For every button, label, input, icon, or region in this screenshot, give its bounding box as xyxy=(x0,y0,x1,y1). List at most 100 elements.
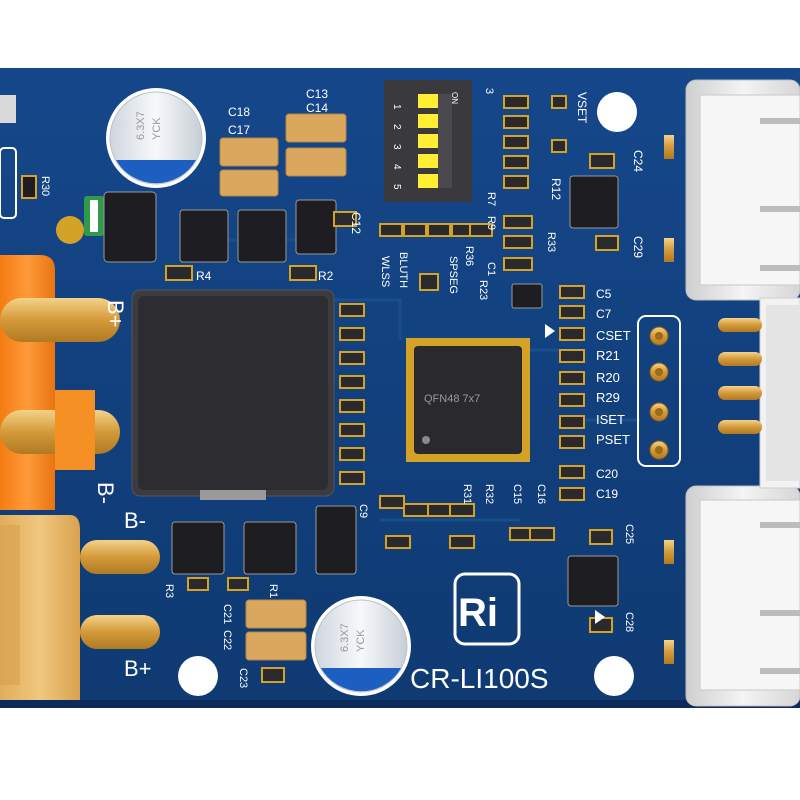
smd-passive xyxy=(261,667,285,683)
svg-text:YCK: YCK xyxy=(151,117,163,140)
smd-passive xyxy=(559,465,585,479)
smd-passive xyxy=(589,153,615,169)
label-r30: R30 xyxy=(39,176,51,196)
power-connector-tan xyxy=(0,515,160,700)
label-c12: C12 xyxy=(349,212,363,234)
smd-passive xyxy=(503,95,529,109)
label-r21: R21 xyxy=(596,348,620,363)
label-c24: C24 xyxy=(631,150,645,172)
smd-passive xyxy=(503,175,529,189)
smd-passive xyxy=(529,527,555,541)
smd-passive xyxy=(559,349,585,363)
smd-passive xyxy=(559,285,585,299)
label-c13: C13 xyxy=(306,87,328,101)
label-c18: C18 xyxy=(228,105,250,119)
label-c22: C22 xyxy=(221,630,233,650)
main-ic-label: QFN48 7x7 xyxy=(424,393,480,405)
dip-on-label: ON xyxy=(450,92,459,104)
smd-passive xyxy=(379,495,405,509)
label-pset: PSET xyxy=(596,432,630,447)
dip-pos-2: 2 xyxy=(391,124,402,130)
smd-passive xyxy=(289,265,317,281)
label-bminus: B- xyxy=(124,508,146,533)
svg-text:6.3X7: 6.3X7 xyxy=(339,623,351,652)
dip-pos-3: 3 xyxy=(391,144,402,150)
smd-passive xyxy=(559,371,585,385)
label-r20: R20 xyxy=(596,370,620,385)
smd-capacitors xyxy=(219,113,347,661)
smd-passive xyxy=(449,535,475,549)
label-r3-top: 3 xyxy=(483,88,495,94)
label-r3: R3 xyxy=(163,584,175,598)
smd-passive xyxy=(187,577,209,591)
xt-connector-orange xyxy=(0,255,120,510)
smd-passive xyxy=(339,471,365,485)
label-c29: C29 xyxy=(631,236,645,258)
smd-passive xyxy=(339,375,365,389)
label-bluth: BLUTH xyxy=(397,252,409,288)
smd-passive xyxy=(339,351,365,365)
smd-passive xyxy=(559,393,585,407)
board-model: CR-LI100S xyxy=(410,663,549,694)
label-c9: C9 xyxy=(357,504,369,518)
smd-passive xyxy=(227,577,249,591)
label-r36: R36 xyxy=(463,246,475,266)
smd-passive xyxy=(559,327,585,341)
dip-switch xyxy=(384,80,472,202)
capacitor-top: 6.3X7 YCK xyxy=(106,88,206,188)
ri-logo xyxy=(453,572,521,646)
sop-chips xyxy=(171,175,619,607)
label-r12: R12 xyxy=(549,178,563,200)
label-r2: R2 xyxy=(318,269,334,283)
smd-passive xyxy=(469,223,493,237)
silkscreen-text: QFN48 7x7 ON 1 2 3 4 5 CR-LI100S Ri C18 … xyxy=(39,87,645,694)
dip-pos-5: 5 xyxy=(391,184,402,190)
smd-passive xyxy=(503,115,529,129)
label-spseg: SPSEG xyxy=(447,256,459,294)
smd-passive xyxy=(589,617,613,633)
smd-passive xyxy=(503,215,533,229)
ffc-connector xyxy=(718,297,800,489)
smd-passive xyxy=(339,327,365,341)
capacitor-bottom: 6.3X7 YCK xyxy=(311,596,411,696)
smd-passive xyxy=(385,535,411,549)
label-c19: C19 xyxy=(596,487,618,501)
label-r7: R7 xyxy=(485,192,497,206)
smd-passive xyxy=(559,487,585,501)
smd-passive xyxy=(449,503,475,517)
label-c23: C23 xyxy=(237,668,249,688)
smd-passive xyxy=(333,211,357,227)
label-r31: R31 xyxy=(461,484,473,504)
label-c5: C5 xyxy=(596,287,612,301)
usb-connector-top xyxy=(664,79,800,301)
label-c28: C28 xyxy=(623,612,635,632)
smd-passive xyxy=(559,415,585,429)
smd-passive xyxy=(503,135,529,149)
smd-passive xyxy=(339,447,365,461)
smd-passive xyxy=(559,435,585,449)
smd-passive xyxy=(503,235,533,249)
label-c20: C20 xyxy=(596,467,618,481)
pin1-marker-2 xyxy=(595,610,605,624)
smd-passive xyxy=(379,223,403,237)
label-r9: R9 xyxy=(485,216,497,230)
label-cset: CSET xyxy=(596,328,631,343)
smd-passive xyxy=(595,235,619,251)
svg-text:6.3X7: 6.3X7 xyxy=(135,111,147,140)
smd-passive xyxy=(427,503,453,517)
smd-passive xyxy=(165,265,193,281)
label-r4: R4 xyxy=(196,269,212,283)
small-passives xyxy=(165,95,619,683)
label-bplus: B+ xyxy=(124,656,152,681)
smd-passive xyxy=(403,223,427,237)
pcb-bottom-edge xyxy=(0,700,800,708)
label-c25: C25 xyxy=(623,524,635,544)
smd-passive xyxy=(503,155,529,169)
smd-passive xyxy=(589,529,613,545)
label-r1: R1 xyxy=(267,584,279,598)
label-c16: C16 xyxy=(535,484,547,504)
smd-passive xyxy=(339,423,365,437)
label-c7: C7 xyxy=(596,307,612,321)
